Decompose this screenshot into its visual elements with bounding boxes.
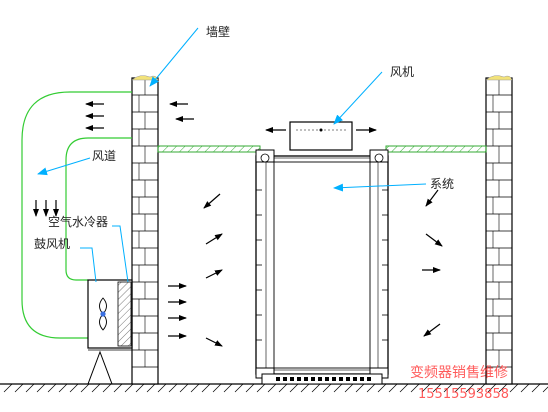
label-wall: 墙壁 bbox=[206, 24, 230, 39]
watermark-phone: 15515593858 bbox=[418, 387, 509, 402]
blower-fan-icon bbox=[99, 297, 107, 331]
watermark-title: 变频器销售维修 bbox=[410, 365, 508, 381]
label-fan: 风机 bbox=[390, 65, 414, 79]
air-duct bbox=[21, 91, 132, 339]
callout-fan bbox=[333, 71, 383, 125]
airflow-arrow bbox=[205, 269, 223, 279]
label-blower: 鼓风机 bbox=[34, 237, 70, 251]
label-air-water-cooler: 空气水冷器 bbox=[48, 214, 108, 229]
air-water-cooler bbox=[117, 281, 132, 347]
airflow-arrow bbox=[205, 337, 223, 347]
callouts bbox=[37, 27, 427, 283]
right-wall bbox=[485, 75, 513, 385]
callout-cooler bbox=[112, 225, 129, 283]
callout-wall bbox=[149, 27, 199, 87]
right-wall-cap bbox=[485, 75, 513, 81]
cooler-blower-unit bbox=[87, 279, 133, 385]
label-duct: 风道 bbox=[92, 149, 116, 163]
watermark: 变频器销售维修 15515593858 bbox=[410, 365, 509, 402]
top-fan-unit bbox=[289, 121, 353, 151]
callout-system bbox=[333, 183, 427, 192]
left-wall bbox=[131, 75, 159, 385]
label-system: 系统 bbox=[430, 177, 454, 191]
blower-stand bbox=[87, 350, 113, 385]
ceiling-shelf bbox=[157, 145, 487, 153]
airflow-arrow bbox=[423, 323, 441, 337]
callout-duct bbox=[37, 157, 91, 176]
airflow-arrow bbox=[425, 233, 443, 247]
left-wall-cap bbox=[131, 75, 159, 81]
airflow-arrow bbox=[425, 189, 439, 207]
text-labels: 墙壁 风机 风道 系统 空气水冷器 鼓风机 bbox=[34, 24, 454, 251]
airflow-arrow bbox=[205, 233, 223, 245]
airflow-arrows bbox=[33, 101, 443, 347]
airflow-arrow bbox=[203, 193, 221, 209]
callout-blower bbox=[80, 247, 97, 283]
system-cabinet bbox=[255, 149, 389, 385]
